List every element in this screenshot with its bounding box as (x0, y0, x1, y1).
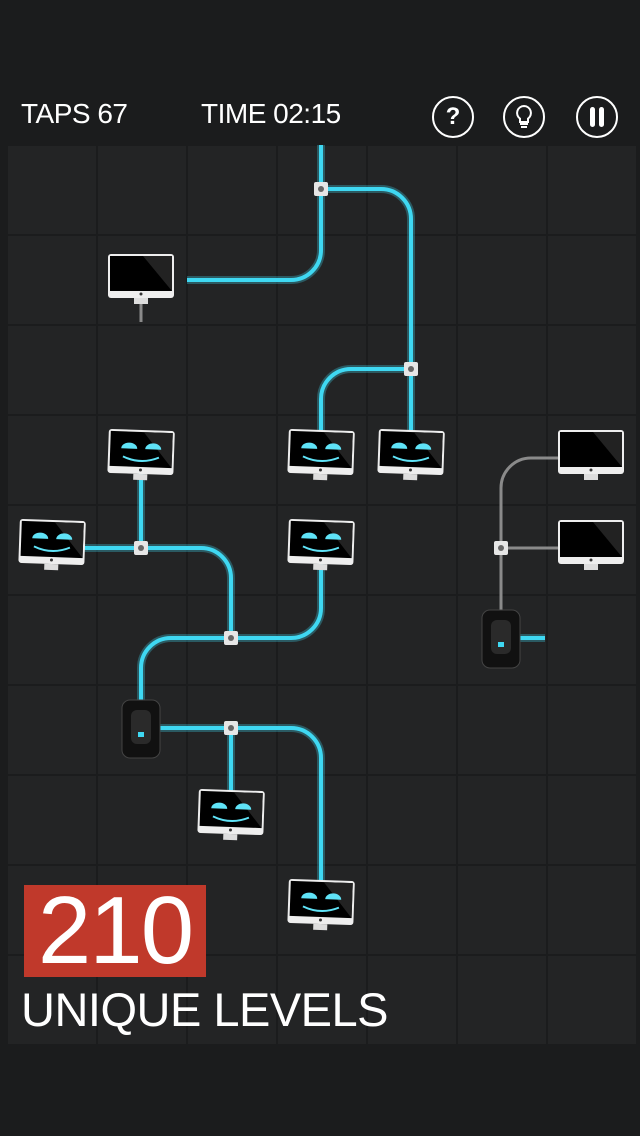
grid-cell[interactable] (188, 416, 276, 504)
eye-icon (301, 442, 318, 449)
junction-node[interactable] (404, 362, 418, 376)
active-pipe[interactable] (321, 187, 413, 455)
happy-monitor[interactable] (197, 788, 265, 841)
eye-icon (121, 442, 138, 449)
junction-node[interactable] (134, 541, 148, 555)
grid-cell[interactable] (548, 146, 636, 234)
smile-icon (302, 545, 340, 552)
grid-cell[interactable] (458, 866, 546, 954)
eye-icon (211, 802, 228, 809)
grid-cell[interactable] (458, 776, 546, 864)
smile-icon (33, 545, 71, 552)
grid-cell[interactable] (548, 236, 636, 324)
grid-cell[interactable] (548, 326, 636, 414)
grid-cell[interactable] (458, 146, 546, 234)
eye-icon (56, 533, 73, 540)
eye-icon (32, 532, 49, 539)
smile-icon (392, 455, 430, 462)
time-counter: TIME 02:15 (201, 98, 341, 129)
idle-monitor[interactable] (558, 520, 624, 570)
active-pipe[interactable] (52, 546, 233, 638)
grid-cell[interactable] (458, 956, 546, 1044)
eye-icon (325, 533, 342, 540)
hint-button[interactable] (503, 96, 545, 138)
happy-monitor[interactable] (287, 878, 355, 931)
pause-icon (590, 107, 604, 127)
grid-cell[interactable] (368, 956, 456, 1044)
grid-cell[interactable] (188, 326, 276, 414)
grid-cell[interactable] (548, 956, 636, 1044)
eye-icon (301, 892, 318, 899)
server-icon[interactable] (121, 699, 161, 759)
active-pipe[interactable] (139, 636, 231, 728)
grid-cell[interactable] (548, 596, 636, 684)
level-count-badge: 210 (24, 883, 206, 979)
happy-monitor[interactable] (107, 428, 175, 481)
taps-counter: TAPS 67 (21, 98, 128, 129)
smile-icon (212, 815, 250, 822)
grid-cell[interactable] (8, 416, 96, 504)
grid-cell[interactable] (188, 146, 276, 234)
server-icon[interactable] (481, 609, 521, 669)
smile-icon (122, 455, 160, 462)
grid-cell[interactable] (278, 956, 366, 1044)
happy-monitor[interactable] (287, 428, 355, 481)
grid-cell[interactable] (548, 686, 636, 774)
happy-monitor[interactable] (18, 518, 86, 571)
grid-cell[interactable] (548, 776, 636, 864)
grid-cell[interactable] (8, 686, 96, 774)
eye-icon (391, 442, 408, 449)
junction-node[interactable] (224, 721, 238, 735)
grid-cell[interactable] (368, 866, 456, 954)
unique-levels-caption: UNIQUE LEVELS (21, 983, 389, 1036)
question-icon: ? (445, 103, 461, 130)
grid-cell[interactable] (8, 236, 96, 324)
grid-cell[interactable] (548, 866, 636, 954)
eye-icon (415, 443, 432, 450)
active-pipe[interactable] (231, 545, 323, 640)
grid-cell[interactable] (458, 236, 546, 324)
grid-cell[interactable] (8, 326, 96, 414)
grid-cell[interactable] (368, 686, 456, 774)
eye-icon (325, 443, 342, 450)
grid-cell[interactable] (98, 146, 186, 234)
grid-cell[interactable] (8, 146, 96, 234)
smile-icon (302, 905, 340, 912)
happy-monitor[interactable] (377, 428, 445, 481)
grid-cell[interactable] (8, 596, 96, 684)
eye-icon (235, 803, 252, 810)
eye-icon (325, 893, 342, 900)
grid-cell[interactable] (368, 596, 456, 684)
grid-cell[interactable] (98, 326, 186, 414)
eye-icon (145, 443, 162, 450)
happy-monitor[interactable] (287, 518, 355, 571)
lightbulb-icon (516, 104, 532, 128)
grid-cell[interactable] (458, 686, 546, 774)
active-pipe[interactable] (141, 726, 323, 905)
junction-node[interactable] (494, 541, 508, 555)
grid-cell[interactable] (368, 776, 456, 864)
active-pipe[interactable] (319, 367, 411, 455)
idle-monitor[interactable] (108, 254, 174, 304)
grid-cell[interactable] (98, 776, 186, 864)
grid-cell[interactable] (8, 776, 96, 864)
eye-icon (301, 532, 318, 539)
junction-node[interactable] (224, 631, 238, 645)
idle-monitor[interactable] (558, 430, 624, 480)
junction-node[interactable] (314, 182, 328, 196)
grid-cell[interactable] (368, 506, 456, 594)
help-button[interactable]: ? (432, 96, 474, 138)
active-pipe[interactable] (187, 145, 323, 282)
grid-cell[interactable] (458, 326, 546, 414)
pause-button[interactable] (576, 96, 618, 138)
smile-icon (302, 455, 340, 462)
